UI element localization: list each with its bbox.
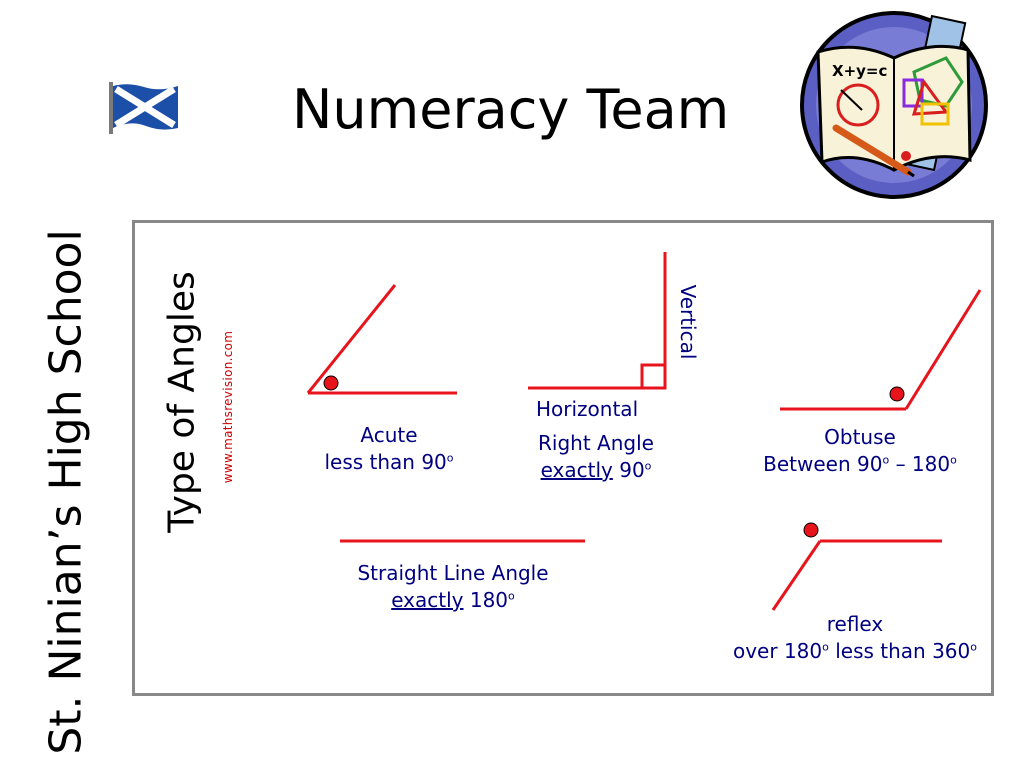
vertical-label: Vertical bbox=[676, 284, 700, 360]
right-angle-label: Right Angle exactly 90o bbox=[516, 430, 676, 484]
obtuse-name: Obtuse bbox=[824, 425, 896, 449]
page-title: Numeracy Team bbox=[292, 78, 730, 141]
logo-lettering: X+y=c bbox=[832, 62, 887, 80]
obtuse-description: Between 90o – 180o bbox=[763, 452, 957, 476]
reflex-angle-diagram bbox=[771, 539, 942, 611]
horizontal-label: Horizontal bbox=[536, 397, 639, 421]
right-angle-name: Right Angle bbox=[538, 431, 654, 455]
obtuse-angle-diagram bbox=[780, 289, 982, 411]
acute-name: Acute bbox=[360, 423, 418, 447]
straight-angle-description: exactly 180o bbox=[391, 588, 515, 612]
obtuse-label: Obtuse Between 90o – 180o bbox=[740, 424, 980, 478]
angles-panel bbox=[132, 220, 994, 696]
straight-angle-label: Straight Line Angle exactly 180o bbox=[333, 560, 573, 614]
acute-angle-diagram bbox=[306, 284, 457, 395]
right-angle-description: exactly 90o bbox=[540, 458, 652, 482]
acute-angle-marker bbox=[323, 375, 339, 391]
acute-description: less than 90o bbox=[324, 450, 454, 474]
acute-label: Acute less than 90o bbox=[309, 422, 469, 476]
reflex-description: over 180o less than 360o bbox=[732, 639, 977, 663]
right-angle-diagram bbox=[528, 252, 667, 390]
reflex-angle-marker bbox=[803, 522, 819, 538]
maths-book-logo-icon: X+y=c bbox=[796, 10, 992, 200]
straight-angle-name: Straight Line Angle bbox=[357, 561, 549, 585]
saltire-flag-icon bbox=[108, 80, 182, 136]
reflex-name: reflex bbox=[826, 612, 884, 636]
obtuse-angle-marker bbox=[889, 386, 905, 402]
reflex-label: reflex over 180o less than 360o bbox=[720, 611, 990, 665]
